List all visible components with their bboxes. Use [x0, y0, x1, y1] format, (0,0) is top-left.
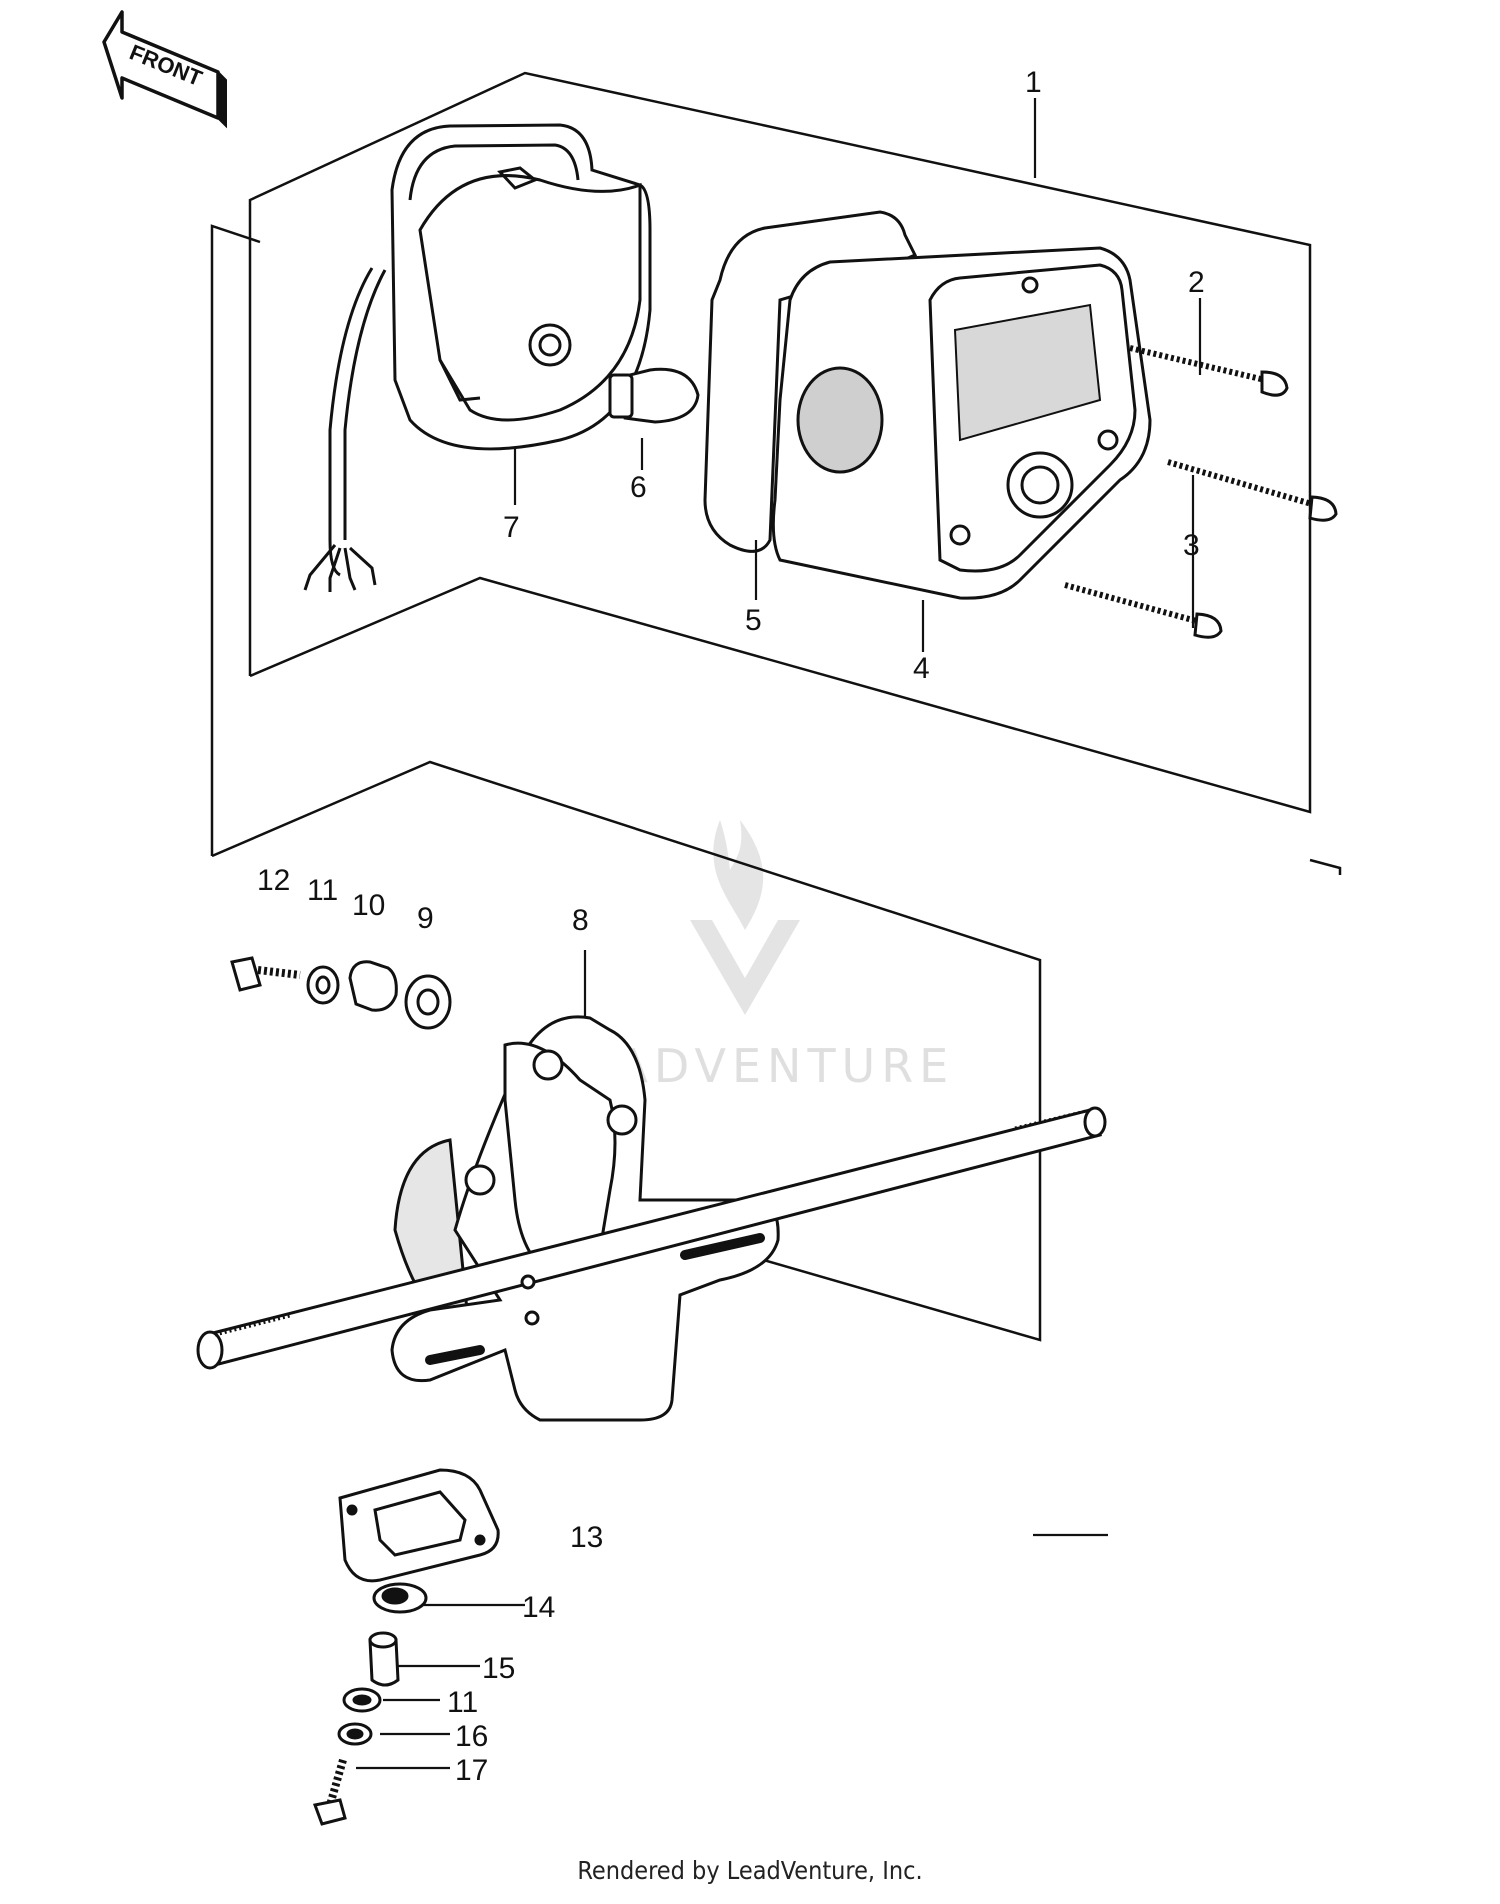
part-3-screws — [1064, 459, 1338, 639]
callout-17: 17 — [455, 1754, 488, 1787]
leader-lines — [356, 98, 1202, 1770]
callout-10: 10 — [352, 889, 385, 922]
callout-9: 9 — [417, 902, 434, 935]
callout-8: 8 — [572, 904, 589, 937]
part-8-bracket — [196, 1015, 1107, 1422]
callout-3: 3 — [1183, 529, 1200, 562]
part-7-lamp-housing — [303, 123, 652, 592]
callout-16: 16 — [455, 1720, 488, 1753]
part-2-screw — [1129, 345, 1289, 397]
parts-9-12-fasteners — [230, 956, 452, 1030]
footer-credit: Rendered by LeadVenture, Inc. — [577, 1856, 923, 1885]
front-arrow-icon: FRONT — [102, 10, 227, 129]
callout-12: 12 — [257, 864, 290, 897]
part-13-gasket-plate — [338, 1468, 500, 1583]
parts-14-17-hardware — [312, 1582, 428, 1826]
callout-14: 14 — [522, 1591, 555, 1624]
callout-1: 1 — [1025, 66, 1042, 99]
callout-labels: 1 2 3 4 5 6 7 8 9 10 11 12 13 14 15 11 1… — [257, 66, 1205, 1787]
group-outline-taillight — [248, 71, 1312, 814]
callout-7: 7 — [503, 511, 520, 544]
group-outline-bracket — [210, 224, 1342, 1342]
callout-11-upper: 11 — [307, 874, 338, 907]
part-6-bulb — [608, 367, 700, 424]
callout-15: 15 — [482, 1652, 515, 1685]
callout-5: 5 — [745, 604, 762, 637]
callout-13: 13 — [570, 1521, 603, 1554]
callout-4: 4 — [913, 652, 930, 685]
callout-11-lower: 11 — [447, 1686, 478, 1719]
part-4-lens — [771, 246, 1152, 600]
callout-6: 6 — [630, 471, 647, 504]
callout-2: 2 — [1188, 266, 1205, 299]
